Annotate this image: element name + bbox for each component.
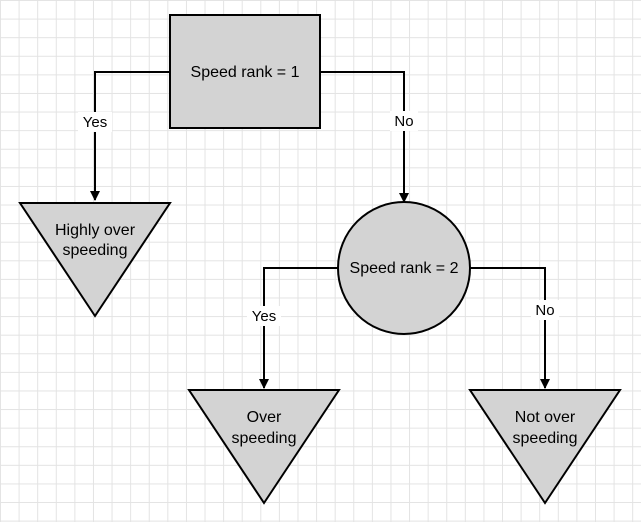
edge-label-decision2-yes-text: Yes <box>252 308 276 325</box>
decision-node-root-label: Speed rank = 1 <box>191 64 300 81</box>
terminal-node-highly-over-speeding: Highly over speeding <box>18 202 172 318</box>
decision-node-speed-rank-2: Speed rank = 2 <box>337 201 471 335</box>
connector-root-yes <box>90 71 170 201</box>
terminal-node-highly-over-speeding-label-line-1: Highly over <box>55 222 136 239</box>
edge-label-decision2-no-text: No <box>535 302 554 319</box>
edge-label-root-yes: Yes <box>78 112 112 132</box>
edge-label-decision2-yes: Yes <box>247 306 281 326</box>
decision-node-root: Speed rank = 1 <box>169 14 321 129</box>
terminal-node-not-over-speeding: Not over speeding <box>468 389 622 505</box>
terminal-node-not-over-speeding-label-line-1: Not over <box>515 409 576 426</box>
edge-label-root-no-text: No <box>394 113 413 130</box>
terminal-node-not-over-speeding-label-line-2: speeding <box>513 430 578 447</box>
terminal-node-over-speeding: Over speeding <box>187 389 341 505</box>
connector-decision2-yes <box>259 267 338 389</box>
terminal-node-over-speeding-label-line-2: speeding <box>232 430 297 447</box>
connector-decision2-no <box>470 267 550 389</box>
edge-label-root-yes-text: Yes <box>83 114 107 131</box>
connector-root-no <box>320 71 409 203</box>
terminal-node-highly-over-speeding-label-line-2: speeding <box>63 242 128 259</box>
edge-label-root-no: No <box>390 111 418 131</box>
edge-label-decision2-no: No <box>531 300 559 320</box>
terminal-node-over-speeding-label-line-1: Over <box>247 409 282 426</box>
decision-node-speed-rank-2-label: Speed rank = 2 <box>350 260 459 277</box>
